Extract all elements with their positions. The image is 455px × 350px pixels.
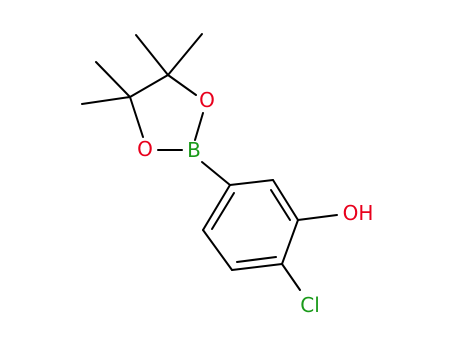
bond-ring-3 xyxy=(281,219,299,265)
bond-methyl-3 xyxy=(95,61,131,98)
bond-ring-5 xyxy=(202,229,233,271)
bond-methyl-2 xyxy=(167,33,203,76)
boron-label: B xyxy=(187,138,201,162)
chlorine-label: Cl xyxy=(300,293,320,317)
bond-ring-6 xyxy=(202,184,231,231)
bond-b-aryl xyxy=(201,161,231,186)
bond-o-c-ring-left xyxy=(129,96,144,138)
atom-labels: B O O OH Cl xyxy=(137,88,373,317)
bonds xyxy=(81,33,338,291)
bond-ring-6-inner xyxy=(211,192,235,230)
bond-c-oh xyxy=(297,214,338,221)
bond-ring-4-inner xyxy=(236,256,277,263)
bond-c-o-ring-right xyxy=(167,74,197,96)
bond-c-cl xyxy=(281,263,301,291)
bond-ring-4 xyxy=(231,263,283,271)
bond-ring-2 xyxy=(272,179,299,221)
hydroxyl-label: OH xyxy=(343,201,374,225)
bond-methyl-4 xyxy=(81,96,131,105)
bond-ring-2-inner xyxy=(270,189,291,221)
oxygen-right-label: O xyxy=(199,88,215,112)
oxygen-left-label: O xyxy=(137,137,153,161)
bond-ring-1 xyxy=(229,179,274,186)
bond-o-b-ring-right xyxy=(194,112,204,141)
bond-c-c-ring xyxy=(129,74,169,98)
bond-methyl-1 xyxy=(135,34,169,76)
